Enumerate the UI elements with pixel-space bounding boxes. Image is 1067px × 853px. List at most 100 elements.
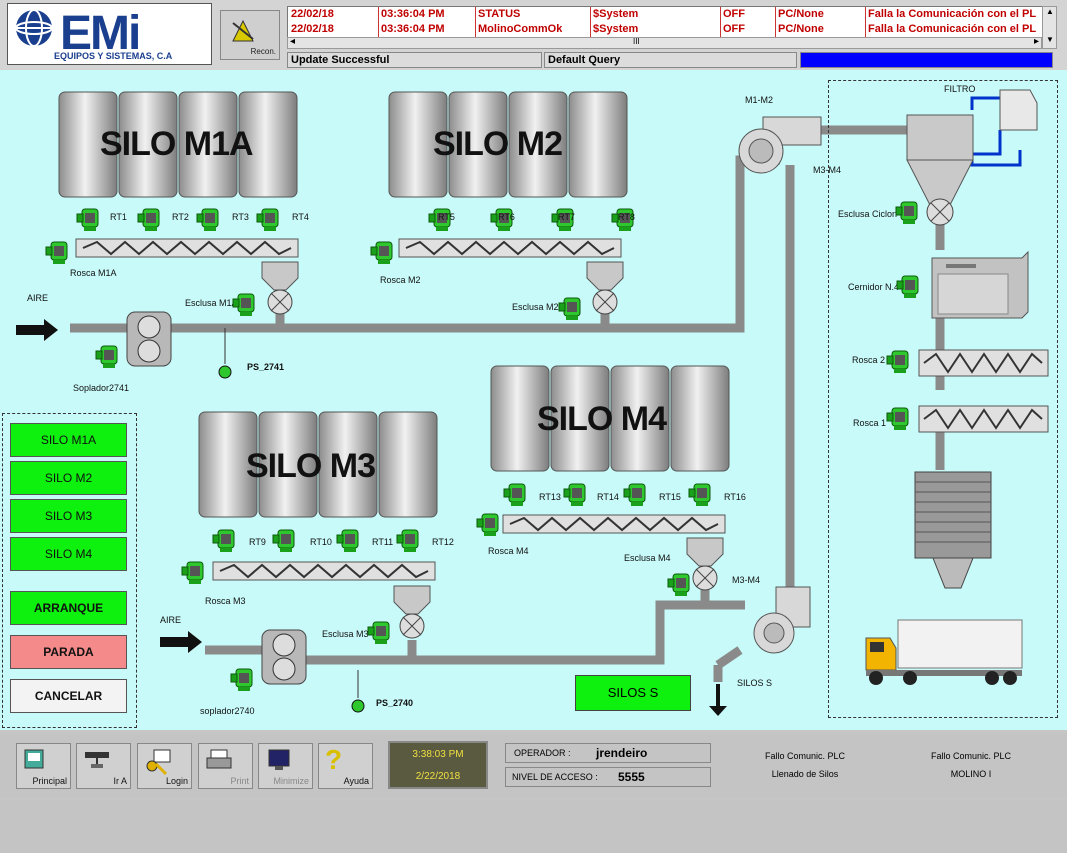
globe-icon (15, 9, 53, 47)
alarm-cell: $System (593, 8, 639, 20)
rosca-m3-conveyor[interactable] (212, 560, 437, 582)
ps-2741-indicator[interactable] (208, 328, 248, 380)
motor-icon[interactable] (428, 205, 454, 233)
esclusa-m3-valve[interactable] (390, 584, 434, 644)
esclusa-m2-valve[interactable] (583, 260, 627, 320)
motor-icon[interactable] (137, 205, 163, 233)
rosca-m4-conveyor[interactable] (502, 513, 727, 535)
motor-icon[interactable] (95, 342, 121, 370)
rosca-m1a-label: Rosca M1A (70, 268, 117, 278)
silo-m1a-button[interactable]: SILO M1A (10, 423, 127, 457)
rosca-2-conveyor[interactable] (918, 348, 1050, 378)
rt-sensor-label: RT7 (558, 212, 575, 222)
motor-icon[interactable] (895, 198, 921, 226)
motor-icon[interactable] (563, 480, 589, 508)
silo-m2-graphic (388, 91, 628, 198)
alarm-horizontal-scrollbar[interactable]: ◂ III ▸ (287, 36, 1042, 49)
motor-icon[interactable] (886, 347, 912, 375)
motor-icon[interactable] (896, 272, 922, 300)
motor-icon[interactable] (623, 480, 649, 508)
key-icon (146, 749, 171, 776)
motor-icon[interactable] (272, 526, 298, 554)
plc-status-molino: Fallo Comunic. PLC MOLINO I (888, 741, 1054, 789)
motor-icon[interactable] (230, 665, 256, 693)
scroll-right-icon[interactable]: ▸ (1033, 36, 1039, 47)
logo-wordmark: EMi (60, 7, 141, 60)
motor-icon[interactable] (76, 205, 102, 233)
motor-icon[interactable] (476, 510, 502, 538)
plc-status-llenado: Fallo Comunic. PLC Llenado de Silos (722, 741, 888, 789)
alarm-column-divider (378, 7, 379, 23)
motor-icon[interactable] (181, 558, 207, 586)
ayuda-label: Ayuda (343, 776, 369, 786)
motor-icon[interactable] (611, 205, 637, 233)
motor-icon[interactable] (490, 205, 516, 233)
process-diagram: SILO M1A SILO M2 SILO M4 SILO M3 (0, 70, 1067, 730)
motor-icon[interactable] (367, 618, 393, 646)
aire-arrow-icon-2 (160, 631, 202, 653)
ps-2740-indicator[interactable] (343, 670, 383, 715)
motor-icon[interactable] (336, 526, 362, 554)
ir-a-button[interactable]: Ir A (76, 743, 131, 789)
clock-date: 2/22/2018 (415, 771, 461, 782)
soplador-2741-label: Soplador2741 (73, 383, 130, 393)
motor-icon[interactable] (503, 480, 529, 508)
soplador-2741-blower[interactable] (125, 310, 173, 368)
motor-icon[interactable] (396, 526, 422, 554)
silo-m2-button[interactable]: SILO M2 (10, 461, 127, 495)
plc-status-molino-title: Fallo Comunic. PLC (930, 751, 1012, 761)
soplador-2740-blower[interactable] (260, 628, 308, 686)
silos-s-packer (914, 471, 992, 589)
motor-icon[interactable] (45, 238, 71, 266)
alarm-column-divider (590, 22, 591, 37)
scroll-down-icon[interactable]: ▼ (1046, 35, 1054, 44)
rt-sensor-label: RT1 (110, 212, 127, 222)
motor-icon[interactable] (196, 205, 222, 233)
silo-m4-button[interactable]: SILO M4 (10, 537, 127, 571)
motor-icon[interactable] (551, 205, 577, 233)
esclusa-m1a-valve[interactable] (258, 260, 302, 320)
silos-s-button[interactable]: SILOS S (575, 675, 691, 711)
rosca-1-conveyor[interactable] (918, 404, 1050, 434)
motor-icon[interactable] (886, 404, 912, 432)
scroll-up-icon[interactable]: ▲ (1046, 7, 1054, 16)
motor-icon[interactable] (212, 526, 238, 554)
plc-status-llenado-title: Fallo Comunic. PLC (764, 751, 846, 761)
motor-icon[interactable] (688, 480, 714, 508)
esclusa-m4-valve[interactable] (683, 536, 727, 596)
status-indicator (800, 52, 1053, 68)
rosca-m2-conveyor[interactable] (398, 237, 623, 259)
nivel-acceso-label: NIVEL DE ACCESO : (512, 772, 598, 782)
reconnect-button[interactable]: Recon. (220, 10, 280, 60)
ps-2741-label: PS_2741 (247, 362, 285, 372)
scroll-grip[interactable]: III (633, 37, 640, 46)
arranque-button[interactable]: ARRANQUE (10, 591, 127, 625)
silo-m3-button[interactable]: SILO M3 (10, 499, 127, 533)
minimize-button[interactable]: Minimize (258, 743, 313, 789)
login-button[interactable]: Login (137, 743, 192, 789)
motor-icon[interactable] (256, 205, 282, 233)
rt-sensor-label: RT5 (438, 212, 455, 222)
operador-label: OPERADOR : (514, 748, 571, 758)
silo-m1a-title: SILO M1A (100, 125, 254, 163)
print-label: Print (230, 776, 249, 786)
motor-icon[interactable] (558, 294, 584, 322)
principal-button[interactable]: Principal (16, 743, 71, 789)
motor-icon[interactable] (667, 570, 693, 598)
parada-button[interactable]: PARADA (10, 635, 127, 669)
ayuda-button[interactable]: ? Ayuda (318, 743, 373, 789)
print-button[interactable]: Print (198, 743, 253, 789)
alarm-column-divider (720, 22, 721, 37)
alarm-vertical-scrollbar[interactable]: ▲ ▼ (1042, 6, 1057, 49)
alarm-cell: MolinoCommOk (478, 23, 563, 35)
rosca-m1a-conveyor[interactable] (75, 237, 300, 259)
alarm-column-divider (378, 22, 379, 37)
m1-m2-label: M1-M2 (745, 95, 774, 105)
motor-icon[interactable] (232, 290, 258, 318)
cancelar-button[interactable]: CANCELAR (10, 679, 127, 713)
scroll-left-icon[interactable]: ◂ (290, 36, 296, 47)
motor-icon[interactable] (370, 238, 396, 266)
